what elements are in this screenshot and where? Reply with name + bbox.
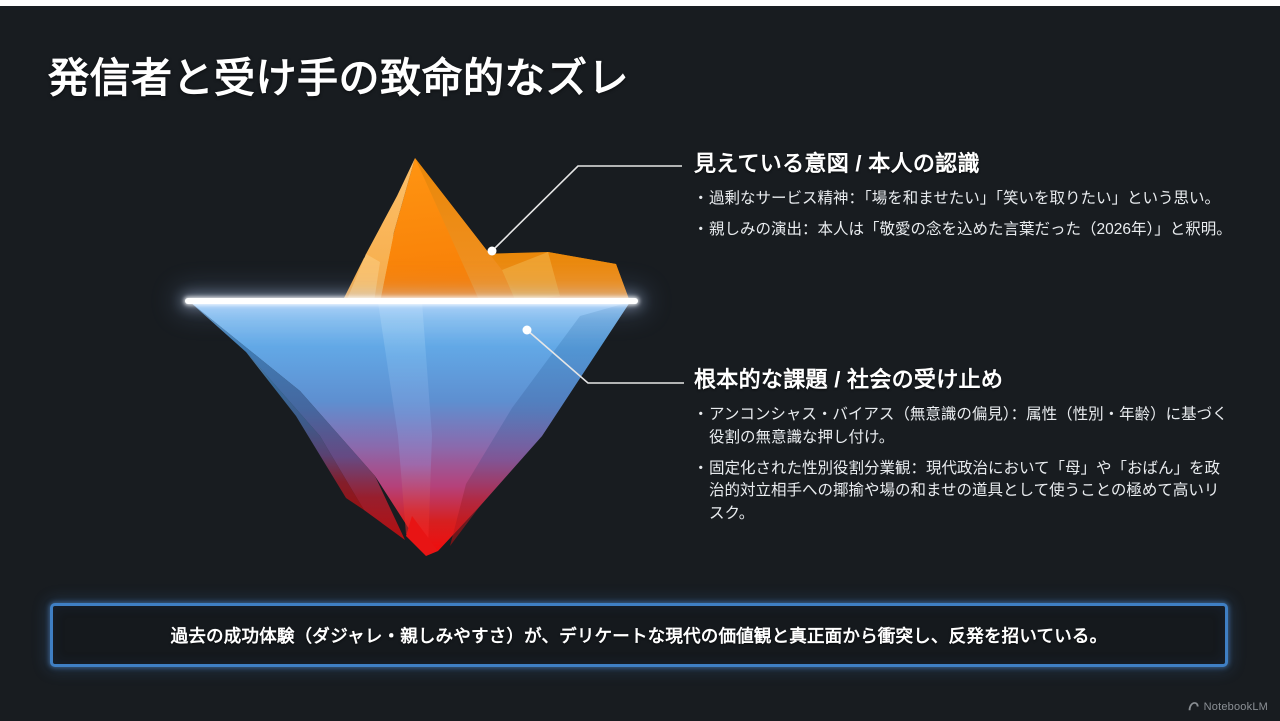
bullet-list-root-issue: アンコンシャス・バイアス（無意識の偏見）：属性（性別・年齢）に基づく役割の無意識… bbox=[693, 404, 1234, 526]
top-letterbox-strip bbox=[0, 0, 1280, 6]
page-title: 発信者と受け手の致命的なズレ bbox=[48, 55, 629, 101]
summary-callout-text: 過去の成功体験（ダジャレ・親しみやすさ）が、デリケートな現代の価値観と真正面から… bbox=[170, 625, 1108, 646]
notebooklm-watermark-label: NotebookLM bbox=[1203, 700, 1268, 713]
iceberg-diagram bbox=[150, 136, 670, 566]
summary-callout-box: 過去の成功体験（ダジャレ・親しみやすさ）が、デリケートな現代の価値観と真正面から… bbox=[50, 603, 1228, 667]
bullet-item: 過剰なサービス精神：「場を和ませたい」「笑いを取りたい」という思い。 bbox=[693, 188, 1234, 211]
slide-canvas: 発信者と受け手の致命的なズレ bbox=[0, 6, 1280, 721]
bullet-item: 固定化された性別役割分業観：現代政治において「母」や「おばん」を政治的対立相手へ… bbox=[693, 458, 1234, 526]
waterline-divider bbox=[185, 298, 638, 304]
bullet-list-visible-intent: 過剰なサービス精神：「場を和ませたい」「笑いを取りたい」という思い。 親しみの演… bbox=[693, 188, 1234, 242]
panel-heading-root-issue: 根本的な課題 / 社会の受け止め bbox=[694, 367, 1004, 392]
notebooklm-logo-icon bbox=[1187, 700, 1200, 713]
bullet-item: 親しみの演出：本人は「敬愛の念を込めた言葉だった（2026年）」と釈明。 bbox=[693, 219, 1234, 242]
iceberg-above-water bbox=[342, 158, 630, 302]
bullet-item: アンコンシャス・バイアス（無意識の偏見）：属性（性別・年齢）に基づく役割の無意識… bbox=[693, 404, 1234, 450]
iceberg-below-water bbox=[190, 302, 630, 556]
panel-heading-visible-intent: 見えている意図 / 本人の認識 bbox=[694, 151, 980, 176]
notebooklm-watermark: NotebookLM bbox=[1187, 700, 1268, 713]
panel-root-issue: 根本的な課題 / 社会の受け止め アンコンシャス・バイアス（無意識の偏見）：属性… bbox=[693, 362, 1234, 534]
panel-visible-intent: 見えている意図 / 本人の認識 過剰なサービス精神：「場を和ませたい」「笑いを取… bbox=[693, 146, 1234, 250]
